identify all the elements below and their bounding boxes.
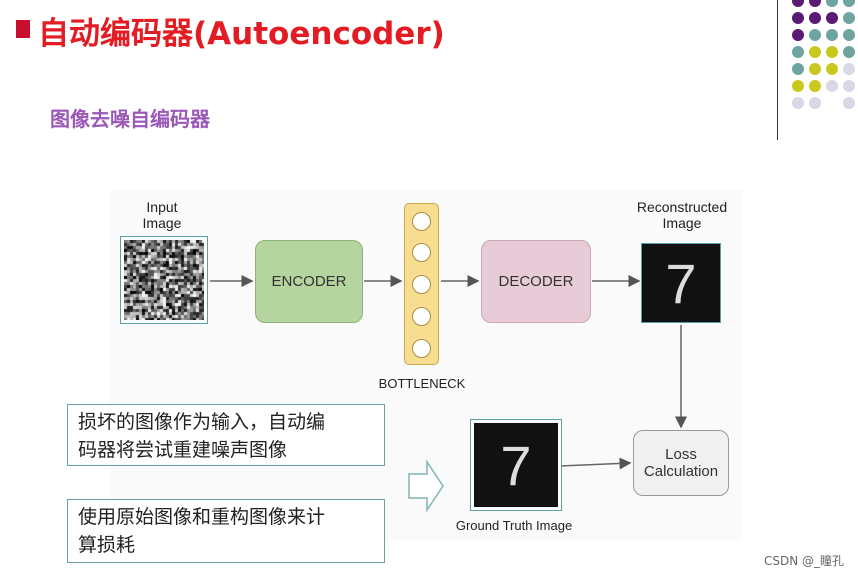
decor-dot — [843, 29, 855, 41]
decor-dot — [826, 80, 838, 92]
decor-dot — [826, 63, 838, 75]
ground-truth-image: 7 — [470, 419, 562, 511]
decor-dot — [809, 0, 821, 7]
slide-title: 自动编码器(Autoencoder) — [38, 16, 445, 52]
decor-dot — [809, 29, 821, 41]
decor-dot — [826, 12, 838, 24]
decor-divider — [777, 0, 778, 140]
decor-dot — [809, 46, 821, 58]
bottleneck-neuron — [412, 212, 431, 231]
decor-dot — [792, 12, 804, 24]
encoder-block: ENCODER — [255, 240, 363, 323]
reconstructed-label: Reconstructed Image — [636, 199, 728, 231]
loss-calculation-block: Loss Calculation — [633, 430, 729, 496]
note-loss-computation: 使用原始图像和重构图像来计 算损耗 — [67, 499, 385, 563]
watermark: CSDN @_瞳孔 — [763, 554, 844, 568]
arrow-truth-loss — [559, 457, 632, 470]
decor-dot — [843, 12, 855, 24]
bottleneck-neuron — [412, 243, 431, 262]
input-label: Input Image — [142, 199, 182, 231]
decor-dot — [826, 0, 838, 7]
bottleneck-layer — [404, 203, 439, 365]
decoder-block: DECODER — [481, 240, 591, 323]
noisy-input-image — [120, 236, 208, 324]
decor-dot — [809, 97, 821, 109]
decor-dot — [809, 80, 821, 92]
decor-dot — [792, 29, 804, 41]
reconstructed-image: 7 — [641, 243, 721, 323]
decor-dot — [826, 46, 838, 58]
ground-truth-label: Ground Truth Image — [455, 518, 573, 533]
bottleneck-neuron — [412, 307, 431, 326]
decor-dot — [792, 63, 804, 75]
decor-dot — [792, 97, 804, 109]
bottleneck-neuron — [412, 339, 431, 358]
hollow-arrow — [408, 459, 444, 513]
title-bullet — [16, 20, 30, 38]
decor-dot — [843, 97, 855, 109]
decor-dot — [826, 29, 838, 41]
decor-dot — [792, 46, 804, 58]
digit-glyph: 7 — [474, 423, 558, 507]
decor-dot — [843, 80, 855, 92]
bottleneck-label: BOTTLENECK — [378, 376, 466, 391]
decor-dot — [809, 12, 821, 24]
decor-dot — [843, 46, 855, 58]
decor-dot — [843, 0, 855, 7]
decor-dot-grid — [790, 0, 858, 122]
bottleneck-neuron — [412, 275, 431, 294]
decor-dot — [809, 63, 821, 75]
note-corrupted-input: 损坏的图像作为输入，自动编 码器将尝试重建噪声图像 — [67, 404, 385, 466]
decor-dot — [792, 0, 804, 7]
slide-subtitle: 图像去噪自编码器 — [50, 107, 210, 131]
decor-dot — [843, 63, 855, 75]
decor-dot — [792, 80, 804, 92]
digit-glyph: 7 — [642, 244, 720, 322]
